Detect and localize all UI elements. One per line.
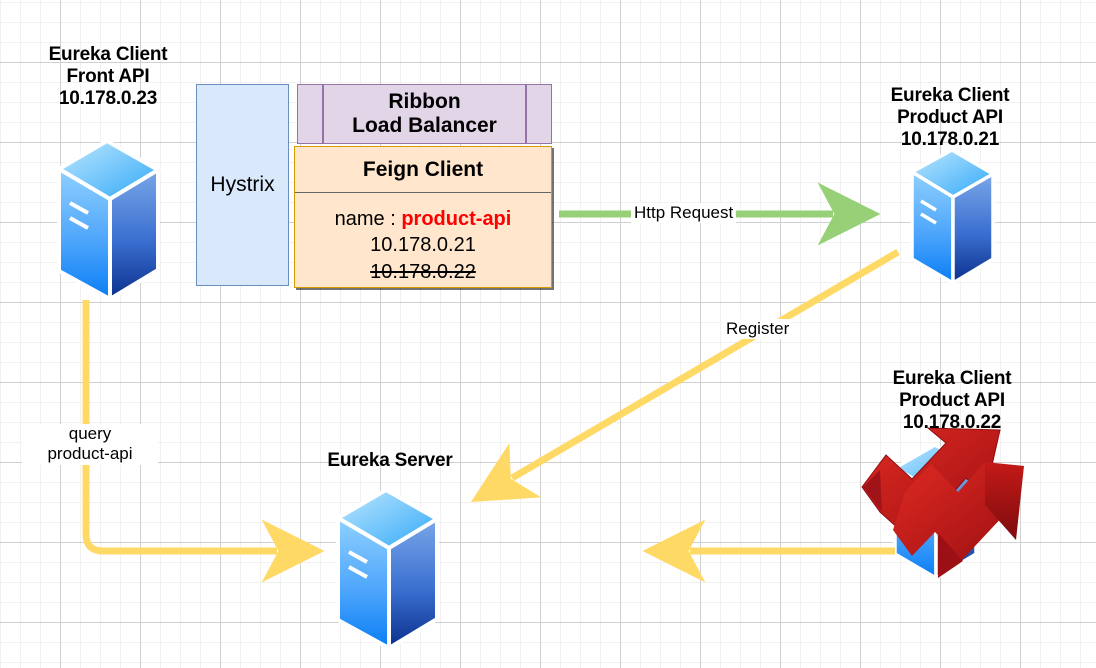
server-3d-icon-eureka-server — [334, 487, 441, 652]
product-api-22-line3: 10.178.0.22 — [902, 412, 1002, 434]
product-api-21-line2: Product API — [897, 107, 1003, 129]
node-label-eureka-server: Eureka Server — [295, 450, 485, 472]
http-request-label-text: Http Request — [634, 203, 734, 222]
hystrix-label: Hystrix — [210, 173, 275, 196]
feign-client-header: Feign Client — [295, 147, 551, 193]
register-label-text: Register — [726, 319, 790, 338]
feign-name-row: name : product-api — [295, 206, 551, 232]
http-request-label: Http Request — [631, 203, 737, 224]
hystrix-box[interactable]: Hystrix — [196, 84, 289, 286]
feign-ip-active: 10.178.0.21 — [370, 234, 476, 257]
ribbon-label: Ribbon Load Balancer — [298, 90, 551, 138]
ribbon-divider-left — [322, 85, 324, 143]
server-3d-icon-product-api-21 — [908, 147, 997, 287]
product-api-21-line1: Eureka Client — [890, 85, 1010, 106]
feign-name-value: product-api — [401, 208, 512, 230]
feign-name-label: name : — [334, 208, 402, 230]
front-api-line2: Front API — [66, 66, 150, 88]
product-api-22-line2: Product API — [899, 390, 1005, 412]
feign-client-body: name : product-api 10.178.0.21 10.178.0.… — [295, 193, 551, 287]
feign-ip-dead: 10.178.0.22 — [370, 260, 476, 283]
front-api-line3: 10.178.0.23 — [58, 88, 158, 110]
product-api-22-line1: Eureka Client — [892, 368, 1012, 389]
ribbon-line1: Ribbon — [388, 90, 461, 114]
front-api-line1: Eureka Client — [48, 44, 168, 65]
server-3d-icon-front-api — [55, 138, 162, 303]
query-arrow — [82, 300, 325, 583]
eureka-server-line1: Eureka Server — [327, 450, 453, 471]
ribbon-line2: Load Balancer — [352, 114, 497, 137]
query-label: query product-api — [22, 424, 158, 465]
ribbon-load-balancer-box[interactable]: Ribbon Load Balancer — [297, 84, 552, 144]
feign-client-header-label: Feign Client — [362, 157, 484, 181]
node-label-product-api-22: Eureka Client Product API 10.178.0.22 — [858, 368, 1046, 434]
node-label-product-api-21: Eureka Client Product API 10.178.0.21 — [858, 85, 1042, 151]
query-label-line2: product-api — [47, 444, 133, 464]
red-crash-arrow-icon — [861, 427, 1024, 578]
query-label-line1: query — [68, 424, 112, 443]
register-label: Register — [723, 319, 793, 340]
register-arrow — [470, 248, 900, 503]
ribbon-divider-right — [525, 85, 527, 143]
feign-client-box[interactable]: Feign Client name : product-api 10.178.0… — [294, 146, 552, 288]
node-label-front-api: Eureka Client Front API 10.178.0.23 — [16, 44, 200, 110]
product-api-21-line3: 10.178.0.21 — [900, 129, 1000, 151]
